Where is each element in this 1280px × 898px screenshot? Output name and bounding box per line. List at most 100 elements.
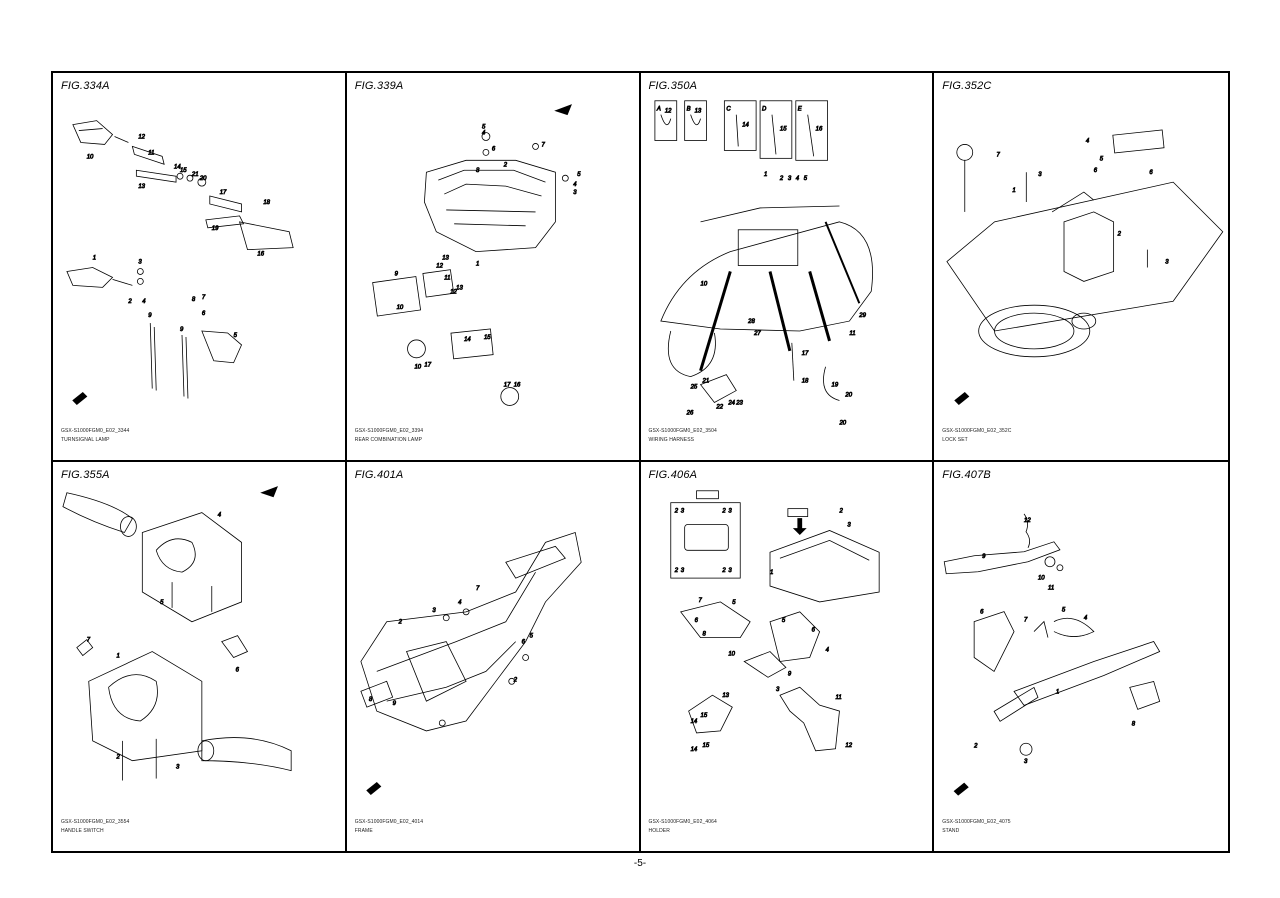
svg-text:10: 10 xyxy=(87,154,94,160)
svg-text:7: 7 xyxy=(1024,618,1028,624)
svg-text:15: 15 xyxy=(180,168,187,174)
svg-text:4: 4 xyxy=(1084,616,1088,622)
svg-text:17: 17 xyxy=(424,363,431,369)
svg-text:28: 28 xyxy=(747,319,755,325)
svg-text:3: 3 xyxy=(728,509,732,515)
svg-text:1: 1 xyxy=(117,653,120,659)
svg-text:2: 2 xyxy=(512,677,517,683)
svg-text:A: A xyxy=(655,107,660,113)
svg-text:13: 13 xyxy=(456,285,463,291)
svg-text:8: 8 xyxy=(369,697,373,703)
svg-text:12: 12 xyxy=(450,289,457,295)
figure-code: GSX-S1000FGM0_E02_3344 xyxy=(61,428,130,434)
svg-text:10: 10 xyxy=(1038,576,1045,582)
svg-text:12: 12 xyxy=(138,134,145,140)
svg-text:2: 2 xyxy=(721,509,726,515)
figure-code: GSX-S1000FGM0_E02_4075 xyxy=(942,819,1011,825)
figure-title: FIG.401A xyxy=(354,469,404,481)
svg-text:13: 13 xyxy=(722,693,729,699)
svg-text:16: 16 xyxy=(257,252,264,258)
svg-text:1: 1 xyxy=(770,570,773,576)
svg-text:4: 4 xyxy=(142,299,146,305)
svg-text:9: 9 xyxy=(180,327,184,333)
svg-text:20: 20 xyxy=(199,176,207,182)
svg-text:7: 7 xyxy=(87,638,91,644)
svg-text:25: 25 xyxy=(689,385,697,391)
svg-text:4: 4 xyxy=(1086,138,1090,144)
svg-text:7: 7 xyxy=(541,142,545,148)
svg-text:13: 13 xyxy=(138,184,145,190)
svg-text:7: 7 xyxy=(476,586,480,592)
svg-text:18: 18 xyxy=(263,200,270,206)
svg-text:12: 12 xyxy=(845,743,852,749)
figure-title: FIG.350A xyxy=(648,80,698,92)
svg-text:14: 14 xyxy=(174,164,181,170)
figure-code: GSX-S1000FGM0_E02_3504 xyxy=(648,428,717,434)
svg-text:3: 3 xyxy=(1165,260,1169,266)
svg-text:20: 20 xyxy=(838,420,846,426)
svg-text:10: 10 xyxy=(728,652,735,658)
svg-text:26: 26 xyxy=(685,410,693,416)
svg-text:14: 14 xyxy=(690,747,697,753)
svg-text:7: 7 xyxy=(997,152,1001,158)
figure-caption: REAR COMBINATION LAMP xyxy=(354,437,423,443)
svg-text:2: 2 xyxy=(673,568,678,574)
svg-text:19: 19 xyxy=(212,226,219,232)
figure-title: FIG.407B xyxy=(942,469,991,481)
svg-text:3: 3 xyxy=(432,608,436,614)
svg-text:2: 2 xyxy=(838,509,843,515)
svg-text:5: 5 xyxy=(732,600,736,606)
svg-text:6: 6 xyxy=(1094,168,1098,174)
svg-text:13: 13 xyxy=(694,109,701,115)
figure-caption: HOLDER xyxy=(648,828,670,834)
svg-text:3: 3 xyxy=(680,568,684,574)
svg-text:2: 2 xyxy=(721,568,726,574)
svg-text:29: 29 xyxy=(858,313,866,319)
svg-text:4: 4 xyxy=(218,513,222,519)
svg-text:5: 5 xyxy=(529,634,533,640)
svg-text:2: 2 xyxy=(673,509,678,515)
svg-text:15: 15 xyxy=(779,127,786,133)
parts-diagram: 456 712 3 xyxy=(62,486,292,781)
figure-caption: FRAME xyxy=(354,828,373,834)
figure-title: FIG.334A xyxy=(61,80,110,92)
svg-text:2: 2 xyxy=(778,176,783,182)
svg-text:23: 23 xyxy=(735,400,743,406)
figure-code: GSX-S1000FGM0_E02_4064 xyxy=(648,819,717,825)
svg-text:4: 4 xyxy=(458,600,462,606)
svg-text:9: 9 xyxy=(982,554,986,560)
svg-text:14: 14 xyxy=(464,337,471,343)
svg-text:B: B xyxy=(686,107,690,113)
svg-text:6: 6 xyxy=(236,667,240,673)
svg-text:21: 21 xyxy=(701,379,709,385)
figure-title: FIG.339A xyxy=(354,80,404,92)
svg-text:22: 22 xyxy=(715,404,723,410)
svg-text:18: 18 xyxy=(801,379,808,385)
svg-text:5: 5 xyxy=(803,176,807,182)
svg-text:5: 5 xyxy=(1062,608,1066,614)
svg-text:7: 7 xyxy=(698,598,702,604)
svg-text:16: 16 xyxy=(513,383,520,389)
figure-title: FIG.406A xyxy=(648,469,698,481)
figure-caption: LOCK SET xyxy=(942,437,968,443)
svg-text:5: 5 xyxy=(781,618,785,624)
svg-text:15: 15 xyxy=(700,713,707,719)
svg-text:10: 10 xyxy=(396,305,403,311)
svg-text:2: 2 xyxy=(1117,232,1122,238)
svg-text:3: 3 xyxy=(573,190,577,196)
svg-text:11: 11 xyxy=(1048,586,1054,592)
figure-caption: TURNSIGNAL LAMP xyxy=(61,437,110,443)
